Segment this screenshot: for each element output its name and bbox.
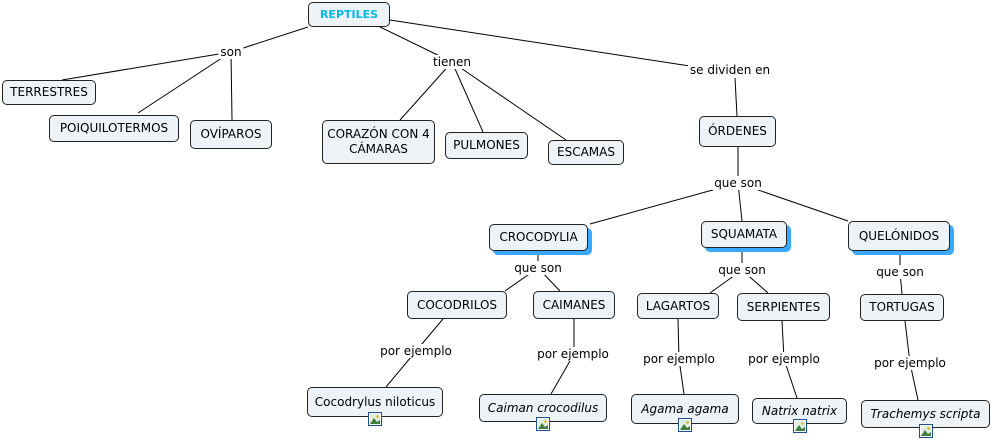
node-tortugas[interactable]: TORTUGAS	[860, 294, 944, 321]
image-icon[interactable]	[919, 424, 933, 438]
link-por-ejemplo-serpientes: por ejemplo	[746, 352, 822, 366]
link-por-ejemplo-cocodrilos: por ejemplo	[378, 344, 454, 358]
link-por-ejemplo-lagartos: por ejemplo	[641, 352, 717, 366]
node-poiquilotermos[interactable]: POIQUILOTERMOS	[49, 115, 179, 142]
link-que-son-crocodylia: que son	[512, 261, 564, 275]
link-que-son-ordenes: que son	[712, 176, 764, 190]
node-cocodrilos[interactable]: COCODRILOS	[407, 291, 507, 319]
node-trachemys-scripta[interactable]: Trachemys scripta	[861, 400, 990, 428]
node-lagartos[interactable]: LAGARTOS	[637, 293, 719, 319]
node-pulmones[interactable]: PULMONES	[445, 132, 528, 159]
node-corazon[interactable]: CORAZÓN CON 4 CÁMARAS	[322, 120, 435, 164]
link-que-son-quelonidos: que son	[874, 265, 926, 279]
link-se-dividen-en: se dividen en	[687, 63, 773, 77]
image-icon[interactable]	[678, 418, 692, 432]
node-quelonidos[interactable]: QUELÓNIDOS	[848, 221, 950, 251]
node-serpientes[interactable]: SERPIENTES	[737, 293, 830, 321]
link-que-son-squamata: que son	[716, 263, 768, 277]
link-tienen: tienen	[430, 55, 474, 69]
image-icon[interactable]	[793, 419, 807, 433]
node-escamas[interactable]: ESCAMAS	[548, 140, 624, 165]
link-por-ejemplo-tortugas: por ejemplo	[872, 356, 948, 370]
node-squamata[interactable]: SQUAMATA	[701, 221, 787, 248]
image-icon[interactable]	[368, 412, 382, 426]
node-caimanes[interactable]: CAIMANES	[533, 291, 615, 319]
link-por-ejemplo-caimanes: por ejemplo	[535, 347, 611, 361]
node-crocodylia[interactable]: CROCODYLIA	[489, 224, 588, 251]
node-ordenes[interactable]: ÓRDENES	[699, 116, 776, 147]
node-oviparos[interactable]: OVÍPAROS	[190, 120, 272, 149]
node-terrestres[interactable]: TERRESTRES	[2, 80, 96, 105]
node-reptiles[interactable]: REPTILES	[308, 2, 390, 27]
image-icon[interactable]	[536, 417, 550, 431]
link-son: son	[218, 45, 244, 59]
